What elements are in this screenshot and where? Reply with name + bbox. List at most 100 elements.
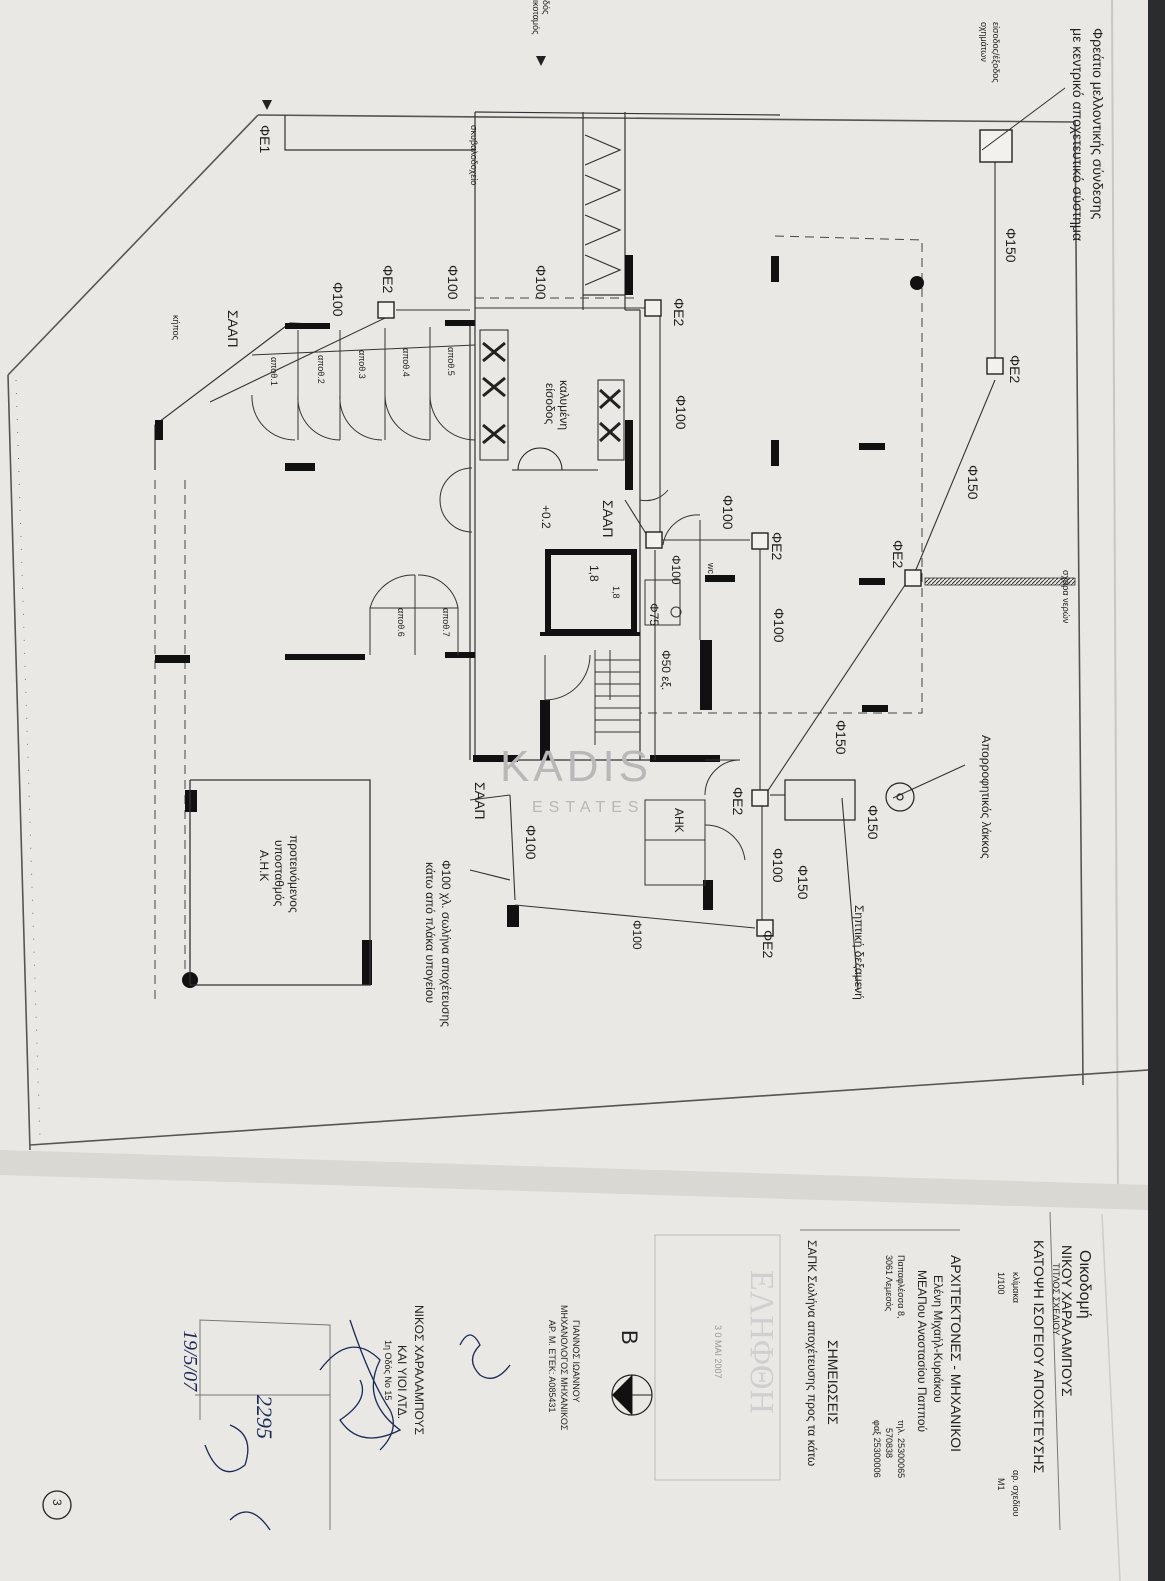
notes-text: ΣΑΠΚ Σωλήνα αποχέτευσης προς τα κάτω	[805, 1240, 819, 1467]
pipe-note-2: κάτω από πλάκα υπογείου	[423, 862, 437, 1004]
manhole-fe2-a-label: ΦΕ2	[1007, 355, 1023, 384]
electricity-room-label: ΑΗΚ	[672, 808, 686, 833]
engineer-role: ΜΗΧΑΝΟΛΟΓΟΣ ΜΗΧΑΝΙΚΟΣ	[559, 1305, 569, 1431]
architect-2: ΜΕΑΠου Αναστασίου Παππού	[915, 1270, 929, 1433]
vehicle-entry-1: είσοδος/έξοδος	[991, 22, 1001, 83]
drawing-type: ΤΙΤΛΟΣ ΣΧΕΔΙΟΥ	[1051, 1263, 1061, 1336]
title-block-frame	[195, 1211, 1061, 1531]
saap-b: ΣΑΑΠ	[225, 310, 241, 348]
signatures	[204, 1319, 511, 1531]
store-4-label: αποθ.4	[401, 348, 411, 377]
road-label-2: ικοταμός	[531, 0, 541, 35]
stamp-date: 3 0 ΜΑΙ 2007	[713, 1325, 723, 1379]
owner-line-2: ΚΑΙ ΥΙΟΙ ΛΤΔ.	[395, 1345, 409, 1420]
paper-fold	[0, 1150, 1148, 1210]
pipe-100-b: Φ100	[533, 265, 549, 300]
store-6-label: αποθ.6	[396, 608, 406, 637]
pipe-100-a: Φ100	[445, 265, 461, 300]
page-number: 3	[50, 1499, 64, 1506]
scale-label: κλίμακα	[1011, 1272, 1021, 1303]
owner-line-1: ΝΙΚΟΣ ΧΑΡΑΛΑΜΠΟΥΣ	[412, 1305, 426, 1435]
manhole-fe2-f-label: ΦΕ2	[730, 787, 746, 816]
handwritten-2: 19/5/07	[179, 1330, 201, 1392]
saap-a: ΣΑΑΠ	[600, 500, 616, 538]
pipe-150-b: Φ150	[965, 465, 981, 500]
water-grate-label: σχάρα νερών	[1061, 570, 1071, 624]
floor-level: +0.2	[539, 505, 553, 529]
address-2: 3061 Λεμεσός	[884, 1255, 894, 1312]
lift-width: 1,8	[587, 565, 601, 582]
sheet-label: αρ. σχεδίου	[1011, 1470, 1021, 1517]
architect-1: Ελένη Μιχαήλ-Κυριάκου	[931, 1275, 945, 1403]
pipe-100-d: Φ100	[673, 395, 689, 430]
engineer-reg: ΑΡ. Μ. ΕΤΕΚ: Α085431	[547, 1320, 557, 1413]
store-2-label: αποθ.2	[316, 355, 326, 384]
pipe-100-f: Φ100	[771, 608, 787, 643]
pipe-100-e: Φ100	[720, 495, 736, 530]
soakaway-label: Απορροφητικός λάκκος	[979, 735, 993, 859]
pipe-150-e: Φ150	[795, 865, 811, 900]
project-line-2: ΝΙΚΟΥ ΧΑΡΑΛΑΜΠΟΥΣ	[1059, 1245, 1075, 1397]
store-1-label: αποθ.1	[269, 357, 279, 386]
pipe-75: Φ75	[647, 603, 661, 626]
watermark-brand: KADIS	[500, 742, 653, 791]
vehicle-entry-2: οχημάτων	[979, 22, 989, 62]
handwritten-1: 2295	[252, 1395, 277, 1439]
scale-value: 1/100	[996, 1272, 1006, 1295]
drawing-title: ΚΑΤΟΨΗ ΙΣΟΓΕΙΟΥ ΑΠΟΧΕΤΕΥΣΗΣ	[1031, 1240, 1047, 1474]
pipe-100-g: Φ100	[770, 848, 786, 883]
covered-entry-label-1: καλυμένη	[557, 380, 571, 431]
upper-floor-outline	[154, 235, 923, 1000]
septic-tank-label: Σηπτική δεξαμενή	[852, 905, 866, 1000]
road-label-1: δός	[541, 0, 551, 15]
manhole-fe2-e-label: ΦΕ2	[380, 265, 396, 294]
garden-label: κήπος	[171, 315, 181, 340]
drainage-pipes	[209, 160, 996, 991]
manholes	[377, 129, 1013, 937]
manhole-fe2-c-label: ΦΕ2	[769, 532, 785, 561]
watermark-sub: ESTATES	[532, 799, 645, 816]
north-arrow	[611, 1374, 653, 1416]
manhole-fe2-b-label: ΦΕ2	[890, 540, 906, 569]
notes-title: ΣΗΜΕΙΩΣΕΙΣ	[825, 1340, 841, 1425]
store-5-label: αποθ.5	[446, 347, 456, 376]
fax: φαξ 25300006	[872, 1420, 882, 1478]
pipe-150-d: Φ150	[865, 805, 881, 840]
project-line-1: Οικοδομή	[1076, 1250, 1093, 1319]
store-7-label: αποθ.7	[441, 608, 451, 637]
phone-1: τηλ. 25300065	[896, 1420, 906, 1479]
store-3-label: αποθ.3	[357, 350, 367, 379]
future-connection-note-1: Φρεάτιο μελλοντικής σύνδεσης	[1090, 28, 1106, 220]
pipe-50: Φ50 εξ.	[659, 650, 673, 691]
pipe-100-h: Φ100	[523, 825, 539, 860]
plot-boundary	[7, 114, 1149, 1151]
storage-rooms	[251, 327, 476, 655]
septic-system	[784, 779, 915, 821]
pipe-100-i: Φ100	[630, 920, 644, 950]
pipe-150-a: Φ150	[1003, 228, 1019, 263]
page-number-circle	[42, 1490, 72, 1520]
substation-label-2: υποσταθμός	[272, 840, 286, 907]
pipe-note-1: Φ100 χλ. σωλήνα αποχέτευσης	[439, 860, 453, 1027]
pipe-150-c: Φ150	[833, 720, 849, 755]
manhole-fe1-label: ΦΕ1	[257, 125, 273, 154]
owner-line-3: 1η Οδός Νο 15	[383, 1340, 393, 1401]
vent-grilles	[479, 329, 625, 471]
water-grate	[924, 577, 1076, 586]
columns	[155, 255, 924, 988]
bin-store-label: σκυβαλοδοχείο	[469, 125, 479, 186]
electricity-room	[644, 759, 746, 886]
manhole-fe2-d-label: ΦΕ2	[671, 298, 687, 327]
substation-label-3: Α.Η.Κ	[257, 850, 271, 882]
sheet-value: Μ1	[996, 1478, 1006, 1491]
arrows	[262, 56, 546, 110]
paper-right-edge	[1148, 0, 1165, 1581]
future-connection-note-2: με κεντρικό αποχετευτικό σύστημα	[1070, 28, 1086, 242]
phone-2: 570838	[884, 1428, 894, 1459]
wc-label: wc	[706, 563, 716, 574]
lift-height: 1,8	[611, 586, 621, 599]
substation-outline	[189, 779, 371, 986]
pipe-100-c: Φ100	[330, 282, 346, 317]
